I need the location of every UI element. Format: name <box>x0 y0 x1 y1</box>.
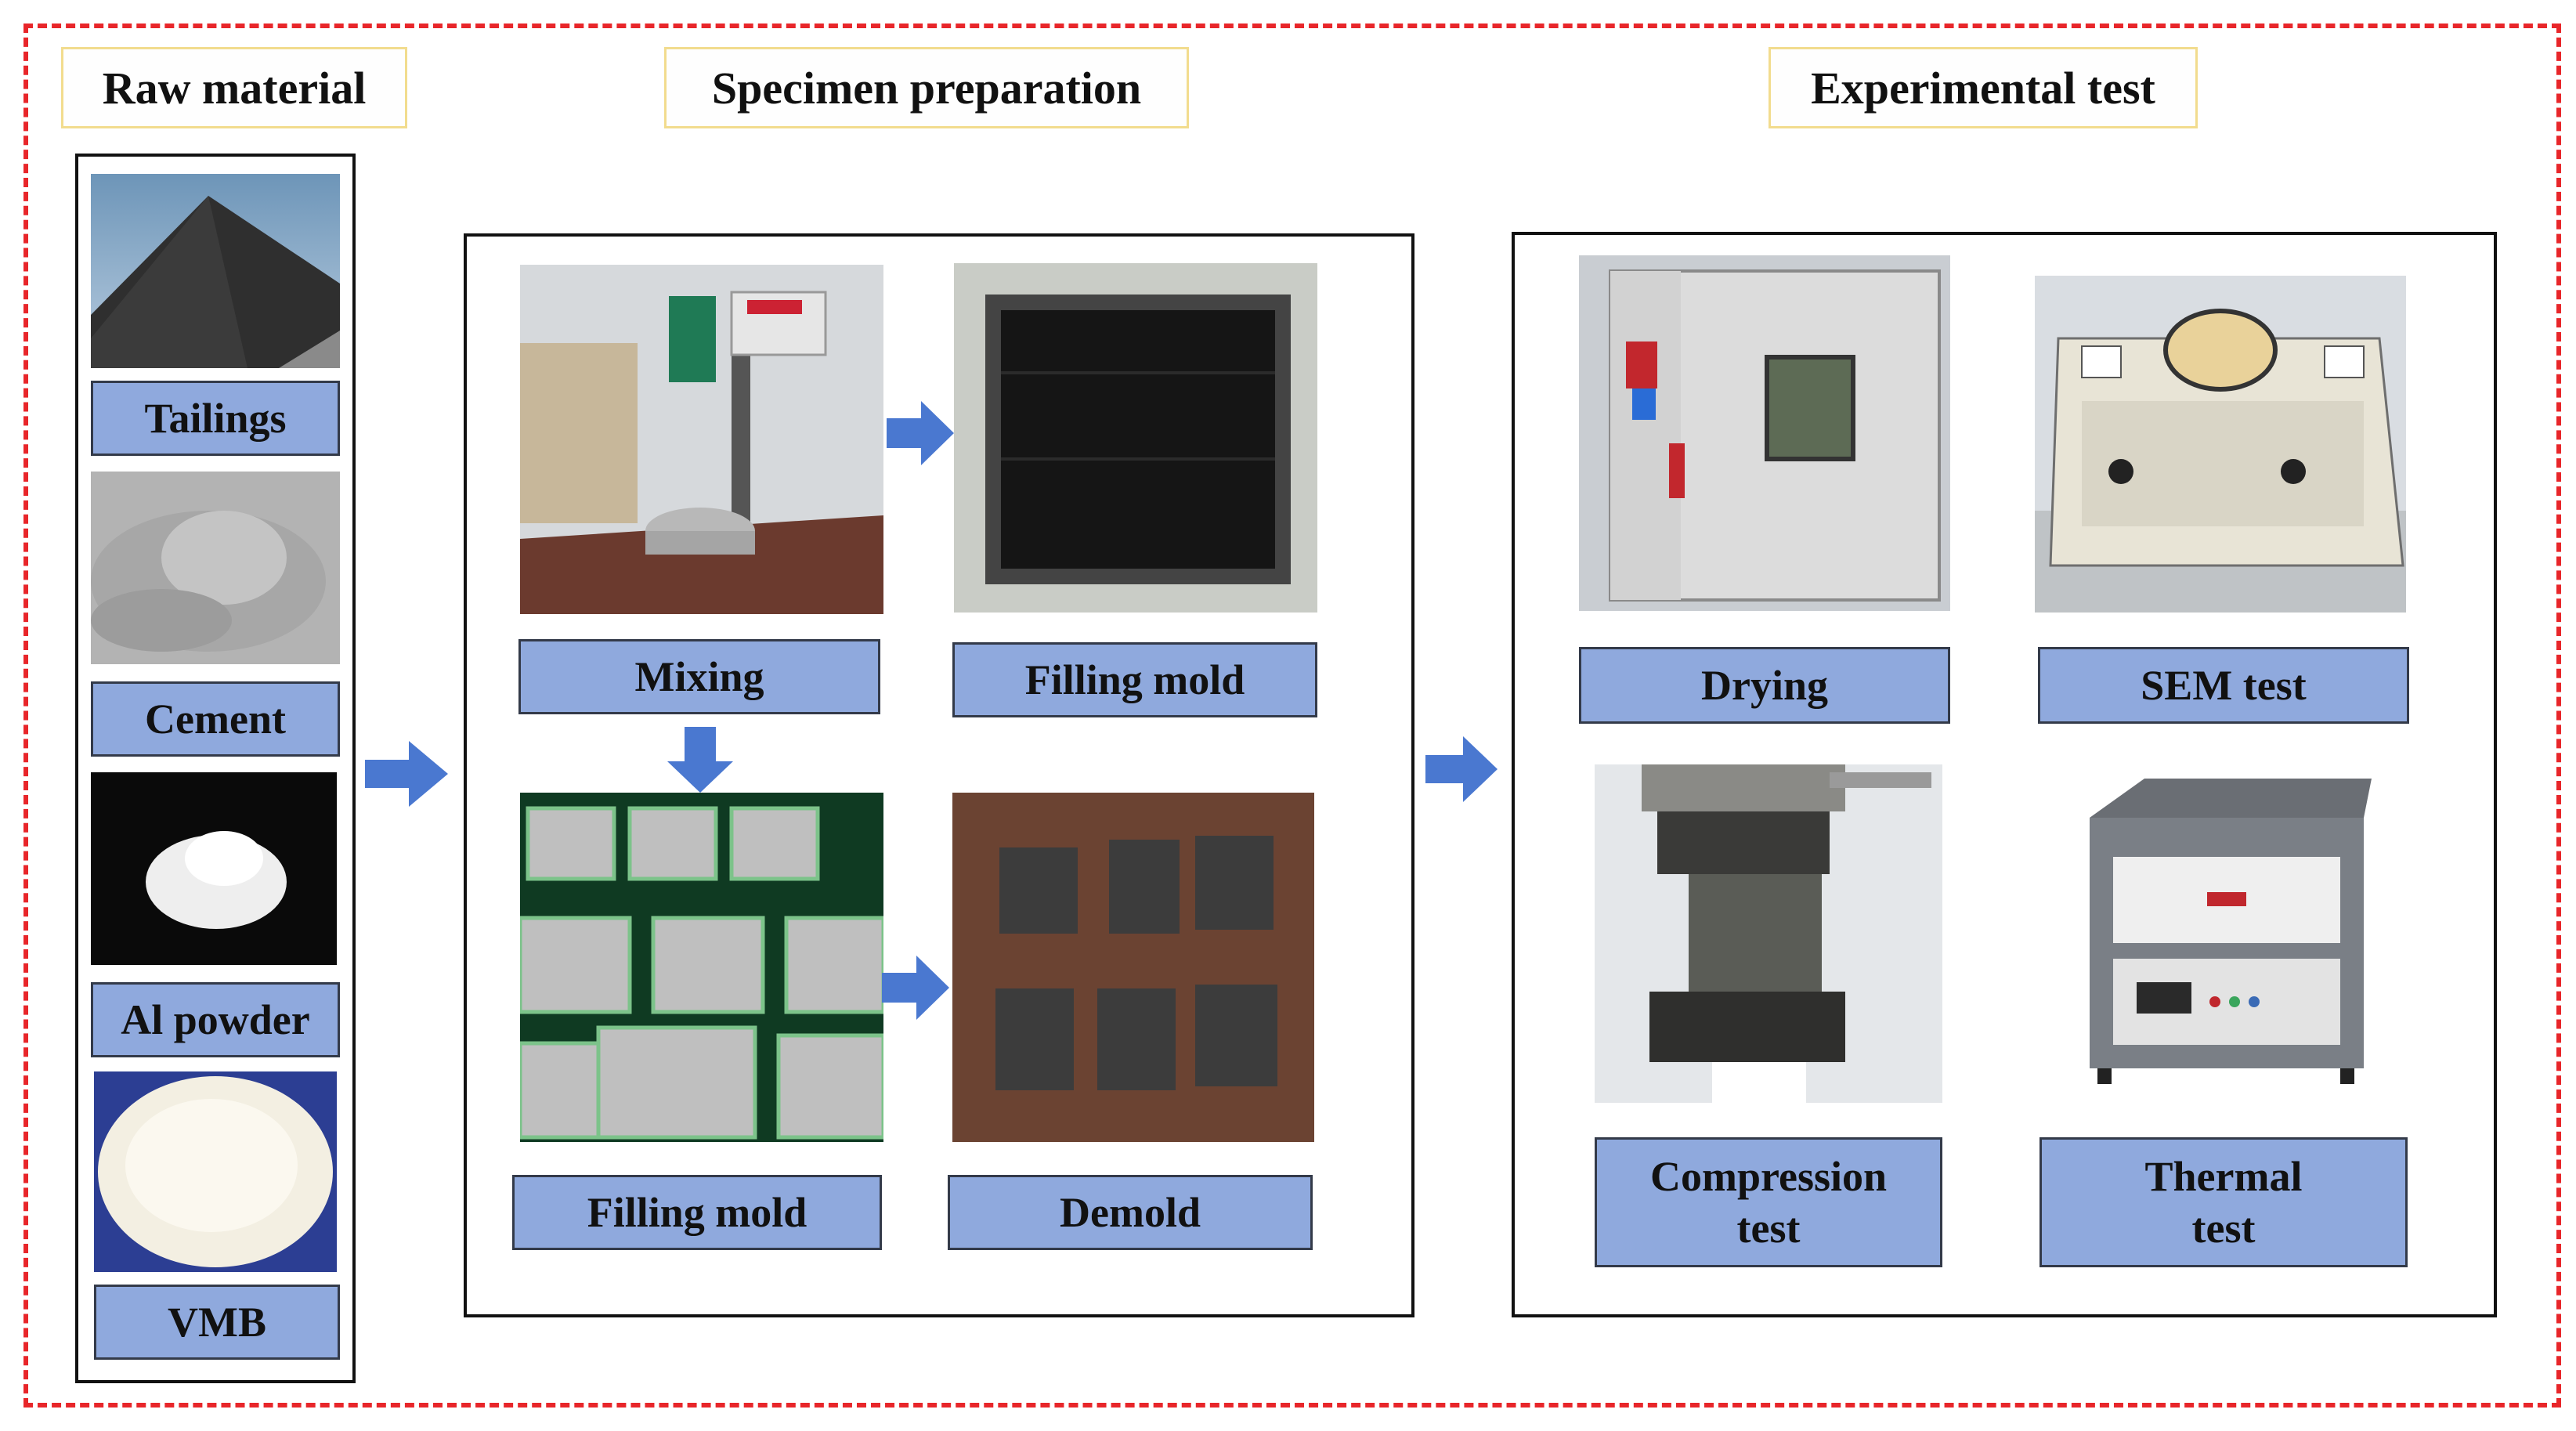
thermal-text-line2: test <box>2191 1205 2256 1252</box>
al-powder-text: Al powder <box>121 996 310 1043</box>
sem-text: SEM test <box>2141 662 2307 709</box>
tailings-photo <box>91 174 340 368</box>
test-label-compression: Compression test <box>1595 1137 1942 1267</box>
filling-mold-bottom-text: Filling mold <box>587 1189 807 1236</box>
preparation-label-mixing: Mixing <box>518 639 880 714</box>
raw-material-label-tailings: Tailings <box>91 381 340 456</box>
arrow-filling-to-demold-icon <box>882 956 949 1020</box>
vmb-photo <box>94 1071 337 1272</box>
arrow-mixing-to-filling-icon <box>887 401 954 465</box>
header-experimental-test-text: Experimental test <box>1811 62 2155 114</box>
sem-instrument-photo <box>2035 276 2406 613</box>
compression-text-line2: test <box>1736 1205 1801 1252</box>
preparation-label-demold: Demold <box>948 1175 1313 1250</box>
al-powder-photo <box>91 772 337 965</box>
drying-oven-photo <box>1579 255 1950 611</box>
tailings-text: Tailings <box>144 395 287 442</box>
raw-material-label-vmb: VMB <box>94 1285 340 1360</box>
header-raw-material-text: Raw material <box>102 62 367 114</box>
raw-material-label-al-powder: Al powder <box>91 982 340 1057</box>
vmb-text: VMB <box>168 1299 266 1346</box>
compression-text-line1: Compression <box>1649 1153 1888 1200</box>
arrow-raw-to-preparation-icon <box>365 741 448 807</box>
filling-mold-top-photo <box>954 263 1317 613</box>
test-label-thermal: Thermal test <box>2039 1137 2408 1267</box>
demold-photo <box>952 793 1314 1142</box>
cement-photo <box>91 472 340 664</box>
mixing-photo <box>520 265 883 614</box>
arrow-down-icon <box>667 727 733 793</box>
cement-text: Cement <box>145 696 286 743</box>
filling-mold-bottom-photo <box>520 793 883 1142</box>
header-specimen-preparation-text: Specimen preparation <box>711 62 1142 114</box>
drying-text: Drying <box>1701 662 1828 709</box>
thermal-text-line1: Thermal <box>2144 1153 2303 1200</box>
demold-text: Demold <box>1060 1189 1201 1236</box>
preparation-label-filling-mold-bottom: Filling mold <box>512 1175 882 1250</box>
header-raw-material: Raw material <box>61 47 407 128</box>
test-label-sem: SEM test <box>2038 647 2409 724</box>
preparation-label-filling-mold-top: Filling mold <box>952 642 1317 717</box>
mixing-text: Mixing <box>634 653 764 700</box>
outer-dashed-frame <box>23 23 2561 1408</box>
filling-mold-top-text: Filling mold <box>1024 656 1245 703</box>
compression-test-photo <box>1595 764 1942 1103</box>
header-experimental-test: Experimental test <box>1769 47 2198 128</box>
thermal-instrument-photo <box>2058 771 2395 1100</box>
test-label-drying: Drying <box>1579 647 1950 724</box>
raw-material-label-cement: Cement <box>91 681 340 757</box>
arrow-preparation-to-tests-icon <box>1425 736 1498 802</box>
header-specimen-preparation: Specimen preparation <box>664 47 1189 128</box>
